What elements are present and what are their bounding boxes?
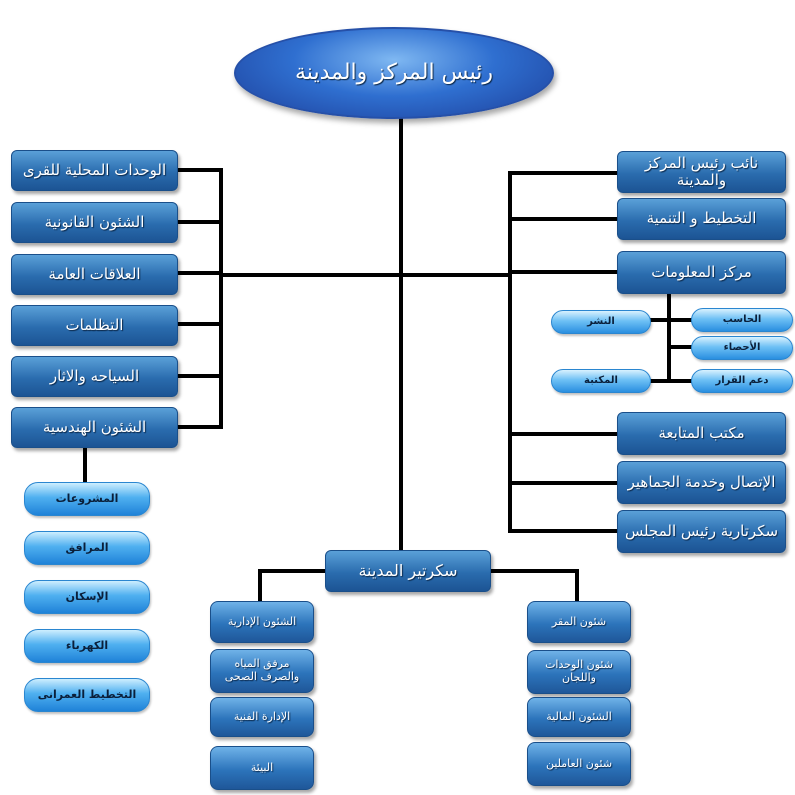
dept-follow-up-office: مكتب المتابعة — [617, 412, 786, 455]
unit-label: الإسكان — [65, 589, 109, 603]
unit-label: المرافق — [65, 540, 109, 554]
unit-label: المكتبة — [584, 375, 618, 387]
unit-utilities: المرافق — [24, 531, 150, 565]
dept-label: الوحدات المحلية للقرى — [22, 160, 167, 179]
dept-engineering: الشئون الهندسية — [11, 407, 178, 448]
unit-decision-support: دعم القرار — [691, 369, 793, 393]
dept-label: السياحه والاثار — [49, 366, 140, 385]
unit-housing: الإسكان — [24, 580, 150, 614]
dept-label: الإتصال وخدمة الجماهير — [627, 472, 776, 491]
unit-water-sanitation: مرفق المياه والصرف الصحى — [210, 649, 314, 693]
unit-label: التخطيط العمرانى — [37, 687, 137, 701]
dept-information-center: مركز المعلومات — [617, 251, 786, 294]
dept-planning-development: التخطيط و التنمية — [617, 198, 786, 240]
unit-publishing: النشر — [551, 310, 651, 334]
unit-electricity: الكهرباء — [24, 629, 150, 663]
unit-label: النشر — [587, 316, 615, 328]
secretary-node: سكرتير المدينة — [325, 550, 491, 592]
unit-label: الشئون الإدارية — [227, 614, 297, 628]
unit-library: المكتبة — [551, 369, 651, 393]
dept-label: التخطيط و التنمية — [646, 209, 757, 228]
unit-headquarters-affairs: شئون المقر — [527, 601, 631, 643]
head-node: رئيس المركز والمدينة — [234, 27, 554, 119]
dept-local-villages: الوحدات المحلية للقرى — [11, 150, 178, 191]
unit-label: دعم القرار — [715, 375, 769, 387]
dept-label: مكتب المتابعة — [658, 423, 745, 442]
dept-grievances: التظلمات — [11, 305, 178, 346]
dept-council-secretariat: سكرتارية رئيس المجلس — [617, 510, 786, 553]
dept-public-relations: العلاقات العامة — [11, 254, 178, 295]
dept-label: نائب رئيس المركز والمدينة — [644, 153, 759, 189]
unit-employee-affairs: شئون العاملين — [527, 742, 631, 786]
unit-label: مرفق المياه والصرف الصحى — [224, 657, 300, 683]
dept-label: العلاقات العامة — [48, 264, 141, 283]
head-label: رئيس المركز والمدينة — [295, 60, 493, 86]
unit-environment: البيئة — [210, 746, 314, 790]
unit-computer: الحاسب — [691, 308, 793, 332]
unit-units-committees: شئون الوحدات واللجان — [527, 650, 631, 694]
unit-statistics: الأحصاء — [691, 336, 793, 360]
dept-label: الشئون القانونية — [44, 212, 145, 231]
dept-tourism-antiquities: السياحه والاثار — [11, 356, 178, 397]
unit-label: الإدارة الفنية — [233, 709, 291, 723]
unit-label: شئون الوحدات واللجان — [545, 658, 613, 684]
dept-label: الشئون الهندسية — [42, 417, 147, 436]
dept-label: مركز المعلومات — [651, 262, 752, 281]
unit-projects: المشروعات — [24, 482, 150, 516]
secretary-label: سكرتير المدينة — [358, 560, 458, 580]
unit-label: الحاسب — [722, 314, 762, 326]
unit-administrative-affairs: الشئون الإدارية — [210, 601, 314, 643]
unit-technical-admin: الإدارة الفنية — [210, 697, 314, 737]
unit-label: شئون المقر — [551, 614, 607, 628]
dept-legal-affairs: الشئون القانونية — [11, 202, 178, 243]
unit-urban-planning: التخطيط العمرانى — [24, 678, 150, 712]
unit-label: البيئة — [250, 760, 274, 774]
unit-label: شئون العاملين — [545, 756, 613, 770]
dept-label: سكرتارية رئيس المجلس — [624, 521, 779, 540]
unit-financial-affairs: الشئون المالية — [527, 697, 631, 737]
unit-label: الشئون المالية — [546, 709, 612, 723]
unit-label: الأحصاء — [723, 342, 761, 354]
dept-public-service: الإتصال وخدمة الجماهير — [617, 461, 786, 504]
unit-label: الكهرباء — [65, 638, 109, 652]
dept-label: التظلمات — [65, 315, 124, 334]
unit-label: المشروعات — [55, 491, 119, 505]
dept-deputy-head: نائب رئيس المركز والمدينة — [617, 151, 786, 193]
